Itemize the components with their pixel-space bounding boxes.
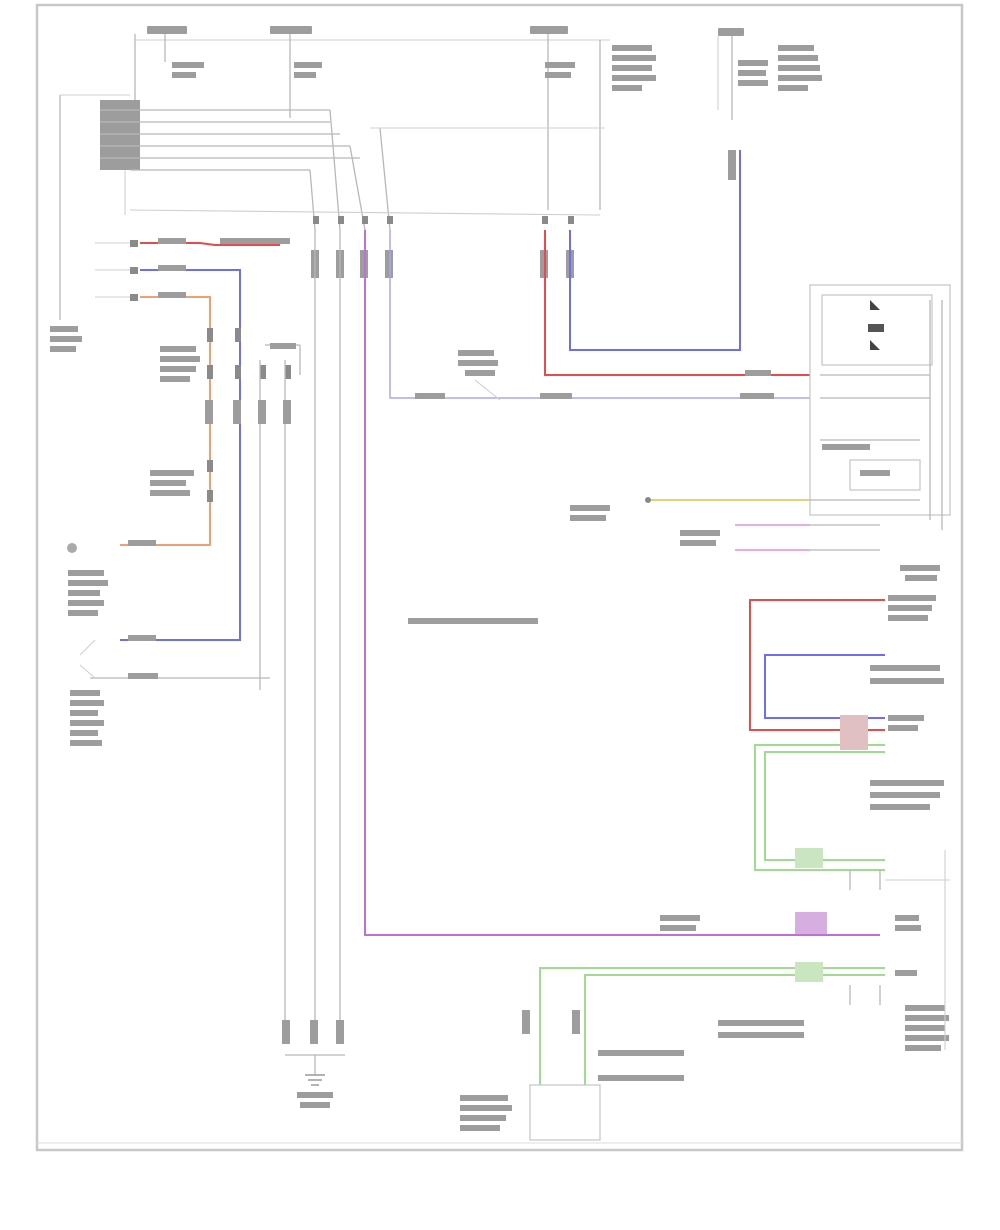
loop-tag [888,595,936,601]
green-wire-bottom [539,967,885,1085]
green-end-tag-b [905,1005,945,1011]
bottom-green-tag-b [572,1010,580,1034]
green-loop-wire [754,744,885,871]
fuse-text-3 [545,62,575,68]
bottom-label-b [598,1075,684,1081]
green-end-tag-d [905,1025,945,1031]
lb-wire-tag-b [540,393,572,399]
red-loop-wire [749,599,885,731]
ground-trunk [282,230,345,1108]
fuse-text-3d [612,55,656,61]
loop-connector [840,715,868,750]
purple-wire-tag [660,915,700,921]
fuse-text-4h [778,85,808,91]
mid-component-tag-b [458,360,498,366]
lb-wire-tag [415,393,445,399]
fuse-text-2 [294,62,322,68]
green-end-tag-c [905,1015,949,1021]
fuse-text-4f [778,65,820,71]
loop-tag-g [888,725,918,731]
bottom-component-box [529,1084,601,1141]
left-switch-wires: · [50,238,290,641]
fuse-text-4 [738,60,768,66]
bottom-comp-tag-c [460,1115,506,1121]
fuse-text-4e [778,55,818,61]
lb-wire-tag-c [740,393,774,399]
green-connector-b [795,962,823,982]
fuse-text-3f [612,75,656,81]
top-power-block [134,26,822,210]
fuse-text-3b [545,72,571,78]
purple-wire [364,230,880,936]
bottom-green-tag [522,1010,530,1034]
loop-tag-d [870,665,940,671]
fuse-text-4c [738,80,768,86]
fuse-tag-2 [270,26,312,34]
pink-sensor-tag-b [680,540,716,546]
loop-tag-e [870,678,944,684]
fuse-text-1b [172,72,196,78]
fuse-text-4b [738,70,766,76]
loop-tag-i [870,792,940,798]
fuse-tag-4 [718,28,744,36]
purple-wire-tag-b [660,925,696,931]
relay-cluster [150,328,301,1030]
loop-tag-h [870,780,944,786]
fuse-tag-1 [147,26,187,34]
bottom-comp-tag-d [460,1125,500,1131]
right-module [809,284,951,581]
pink-sensor-tag [680,530,720,536]
yellow-sensor-tag [570,505,610,511]
center-label-bar [408,618,538,624]
fuse-text-2b [294,72,316,78]
green-wire-bottom-b [584,974,885,1085]
mid-component-line [474,379,501,401]
purple-connector [795,912,827,934]
fuse-text-4d [778,45,814,51]
fuse-text-3c [612,45,652,51]
harness-bundle [59,94,605,320]
diagram-frame [35,3,964,1152]
bottom-comp-tag [460,1095,508,1101]
loop-tag-f [888,715,924,721]
bottom-right-label-b [718,1032,804,1038]
green-connector [795,848,823,868]
green-end-tag [895,970,917,976]
green-end-tag-f [905,1045,941,1051]
green-loop-wire-b [764,751,885,861]
red-wire-right [544,230,810,376]
fuse-text-3e [612,65,652,71]
loop-tag-b [888,605,932,611]
bottom-right-label [718,1020,804,1026]
blue-wire-tag [728,150,736,180]
fuse-text-4g [778,75,822,81]
blue-loop-wire [764,654,885,719]
fuse-text-1 [172,62,204,68]
purple-end-tag-b [895,925,921,931]
left-sensors [67,540,270,746]
loop-tag-c [888,615,928,621]
light-blue-wire [389,230,810,399]
mid-component-tag-c [465,370,495,376]
fuse-tag-3 [530,26,568,34]
red-wire-tag [745,370,771,376]
yellow-sensor-tag-b [570,515,606,521]
green-end-tag-e [905,1035,949,1041]
bottom-label [598,1050,684,1056]
purple-end-tag [895,915,919,921]
yellow-sensor-node [645,497,651,503]
bottom-comp-tag-b [460,1105,512,1111]
loop-tag-j [870,804,930,810]
blue-wire-right [569,150,741,351]
mid-component-tag [458,350,494,356]
mid-connectors [311,216,574,278]
fuse-text-3g [612,85,642,91]
